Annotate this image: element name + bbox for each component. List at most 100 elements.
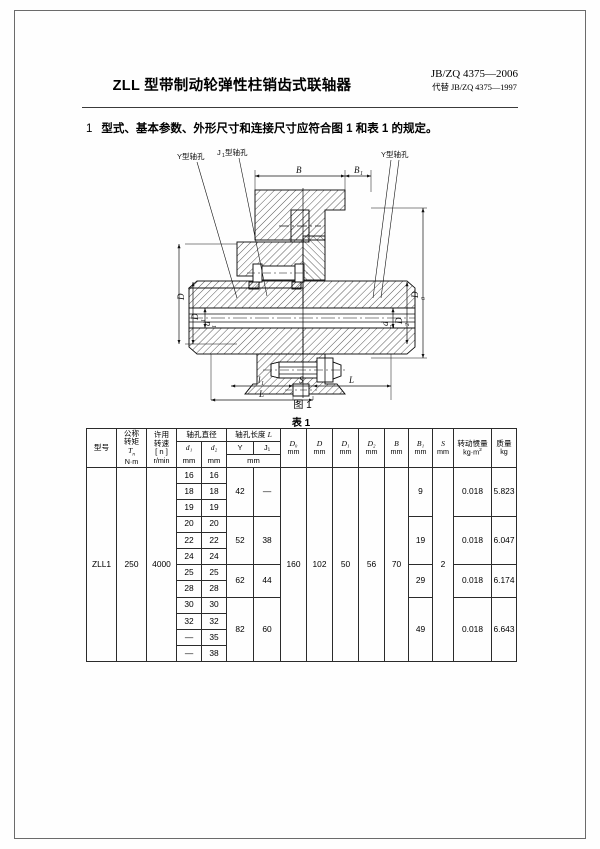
th-bore-len-unit: mm	[226, 454, 281, 468]
th-d2-unit: mm	[201, 454, 227, 468]
cell-inertia: 0.018	[453, 467, 492, 517]
th-speed: 许用 转速 [ n ] r/min	[146, 428, 177, 468]
cell-J1: —	[253, 467, 281, 517]
cell-D2: 56	[358, 466, 385, 663]
th-B: B mm	[384, 428, 409, 468]
cell-mass: 6.643	[491, 596, 517, 663]
cell-inertia: 0.018	[453, 564, 492, 598]
cell-torque: 250	[116, 466, 147, 663]
cell-d2: 18	[201, 483, 227, 501]
th-mass-l1: 质量	[496, 438, 512, 448]
cell-inertia: 0.018	[453, 515, 492, 566]
th-D2-unit: mm	[365, 447, 378, 457]
cell-S: 2	[432, 466, 454, 663]
svg-text:1: 1	[212, 325, 218, 328]
cell-d1: —	[176, 628, 202, 647]
th-model: 型号	[86, 428, 117, 468]
cell-B1: 19	[408, 515, 433, 566]
th-D-unit: mm	[313, 447, 326, 457]
label-j1-bore: J	[217, 148, 221, 157]
th-d1-unit: mm	[176, 454, 202, 468]
th-J1: J₁	[253, 441, 281, 455]
svg-text:1: 1	[261, 381, 264, 387]
th-speed-unit: r/min	[153, 455, 170, 465]
label-dim-L-total: L	[258, 389, 264, 399]
cell-mass: 6.047	[491, 515, 517, 566]
cell-d2: 28	[201, 580, 227, 598]
label-dim-D0: D	[410, 291, 420, 299]
cell-model: ZLL1	[86, 466, 117, 663]
label-dim-S: S	[299, 375, 304, 385]
cell-d2: 22	[201, 531, 227, 549]
header-divider	[82, 107, 518, 108]
cell-Y: 52	[226, 515, 254, 566]
th-torque-unit: N·m	[124, 457, 139, 467]
th-bore-dia-group: 轴孔直径	[176, 428, 227, 442]
cell-d1: 20	[176, 515, 202, 533]
cell-J1: 38	[253, 515, 281, 566]
th-torque-l2: 转矩	[123, 437, 140, 447]
label-dim-L-right: L	[348, 375, 354, 385]
cell-d2: 30	[201, 596, 227, 614]
coupling-assembly-drawing: Y型轴孔 J 1 型轴孔 Y型轴孔 B B 1 D D 1 d 1 d 2 D …	[175, 148, 430, 410]
standard-number: JB/ZQ 4375—2006	[430, 68, 518, 80]
clause-1: 1 型式、基本参数、外形尺寸和连接尺寸应符合图 1 和表 1 的规定。	[86, 120, 437, 136]
th-inertia: 转动惯量 kg·m2	[453, 428, 492, 468]
standard-replaces: 代替 JB/ZQ 4375—1997	[432, 81, 517, 92]
cell-d2: 24	[201, 547, 227, 566]
cell-B1: 29	[408, 564, 433, 598]
th-inertia-l1: 转动惯量	[457, 438, 488, 448]
label-dim-D2: D	[394, 317, 404, 325]
th-D1-unit: mm	[339, 447, 352, 457]
svg-text:2: 2	[390, 325, 396, 328]
th-D0-sym: D₀	[289, 438, 298, 448]
th-speed-l2: 转速	[153, 438, 170, 448]
cell-d1: 25	[176, 564, 202, 582]
clause-number: 1	[86, 123, 93, 135]
th-B1-unit: mm	[414, 447, 427, 457]
figure-caption: 图 1	[293, 400, 312, 411]
label-dim-D: D	[176, 293, 186, 301]
cell-d2: 25	[201, 564, 227, 582]
cell-D1: 50	[332, 466, 359, 663]
table-row: 20 20 52 38 19 0.018 6.047	[87, 515, 517, 566]
table-row: 30 30 82 60 49 0.018 6.643	[87, 596, 517, 663]
cell-d1: —	[176, 645, 202, 663]
specification-table: 型号 公称 转矩 Tn N·m 许用 转速 [ n ] r/min	[86, 428, 517, 663]
cell-J1: 60	[253, 596, 281, 663]
cell-D: 102	[306, 466, 333, 663]
th-mass: 质量 kg	[491, 428, 517, 468]
label-dim-d2: d	[380, 321, 390, 326]
cell-d2: 32	[201, 612, 227, 630]
svg-text:1: 1	[222, 153, 225, 159]
svg-text:2: 2	[405, 323, 411, 326]
table-row: — 35	[87, 628, 517, 647]
document-header: ZLL 型带制动轮弹性柱销齿式联轴器 JB/ZQ 4375—2006 代替 JB…	[82, 62, 518, 106]
cell-d1: 18	[176, 483, 202, 501]
cell-d1: 32	[176, 612, 202, 630]
clause-text: 型式、基本参数、外形尺寸和连接尺寸应符合图 1 和表 1 的规定。	[101, 123, 438, 135]
th-speed-l1: 许用	[153, 430, 170, 440]
th-S: S mm	[432, 428, 454, 468]
th-D: D mm	[306, 428, 333, 468]
label-dim-B1: B	[354, 165, 360, 175]
cell-d2: 38	[201, 645, 227, 663]
cell-B1: 9	[408, 467, 433, 517]
svg-text:1: 1	[360, 171, 363, 177]
th-mass-unit: kg	[500, 447, 508, 457]
cell-B1: 49	[408, 596, 433, 663]
svg-text:1: 1	[201, 319, 207, 322]
cell-d2: 16	[201, 466, 227, 485]
cell-d1: 16	[176, 466, 202, 485]
th-speed-sym: [ n ]	[155, 447, 168, 457]
th-torque-l1: 公称	[123, 428, 140, 438]
table-row: — 38	[87, 645, 517, 663]
cell-mass: 5.823	[491, 467, 517, 517]
svg-text:型轴孔: 型轴孔	[225, 148, 248, 157]
th-D2-sym: D₂	[367, 438, 376, 448]
document-title: ZLL 型带制动轮弹性柱销齿式联轴器	[112, 78, 352, 94]
th-B1-sym: B₁	[416, 438, 425, 448]
label-y-bore-left: Y型轴孔	[177, 151, 205, 161]
cell-d2: 19	[201, 499, 227, 517]
